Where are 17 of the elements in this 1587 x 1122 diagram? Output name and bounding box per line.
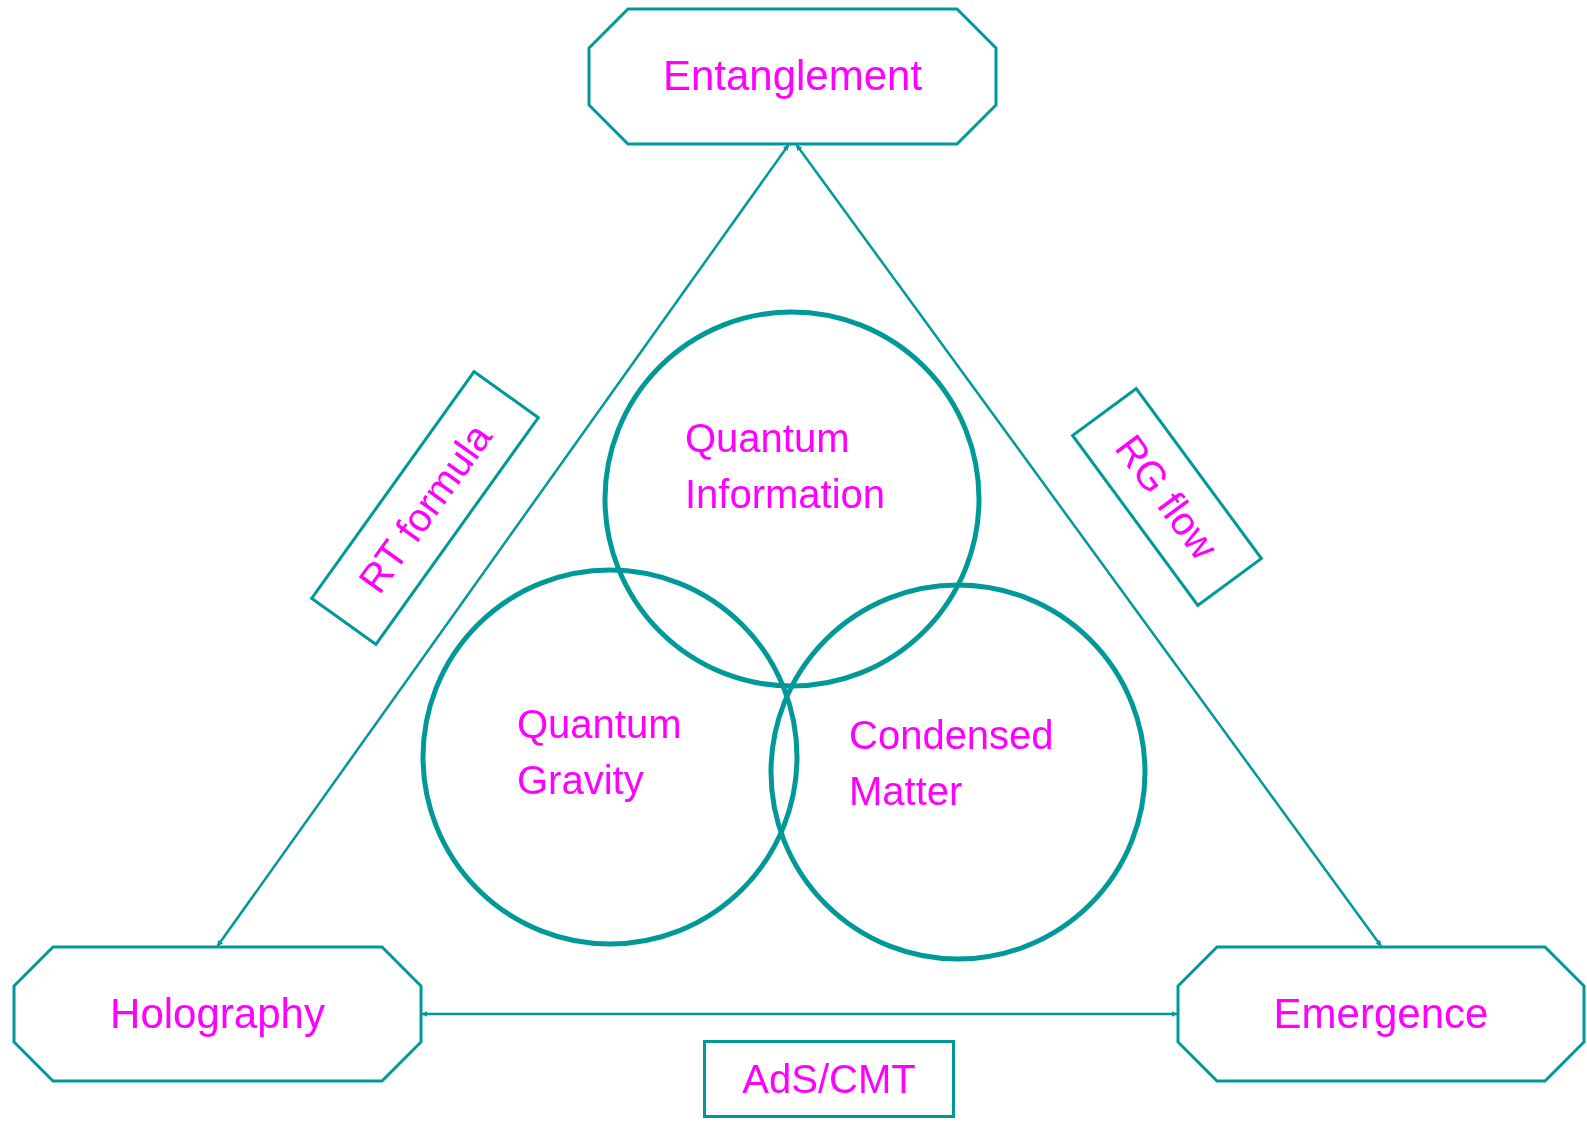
- edge-label: RG flow: [1070, 386, 1264, 608]
- double-arrow: [421, 1011, 1178, 1017]
- concept-octagon: [588, 8, 997, 145]
- node-label: Entanglement: [661, 51, 924, 102]
- topic-circle: [421, 568, 799, 946]
- double-arrow: [216, 144, 790, 947]
- concept-octagon: [13, 946, 422, 1082]
- edge-label: AdS/CMT: [703, 1040, 955, 1118]
- node-label: Quantum Gravity: [517, 701, 683, 804]
- topic-circle: [603, 310, 981, 688]
- double-arrow: [795, 144, 1382, 947]
- node-label: Quantum Information: [685, 415, 887, 518]
- node-label: Condensed Matter: [849, 712, 1055, 815]
- node-label: Emergence: [1272, 988, 1490, 1039]
- concept-octagon: [1177, 946, 1585, 1082]
- node-label: Holography: [109, 988, 326, 1039]
- topic-circle: [769, 583, 1147, 961]
